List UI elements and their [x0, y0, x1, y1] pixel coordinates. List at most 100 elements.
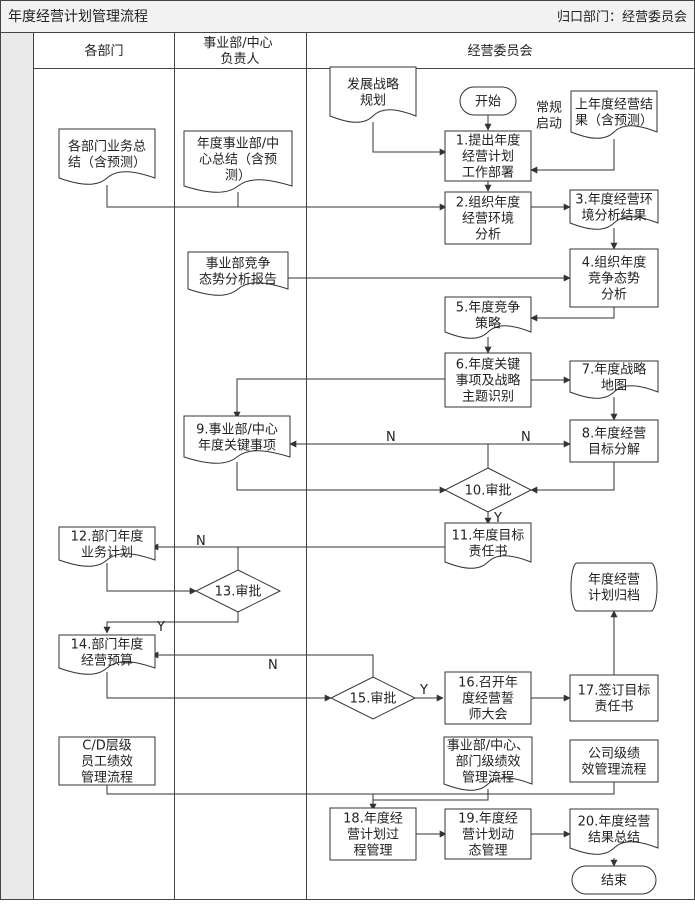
- node-prev-result: 上年度经营结果（含预测）: [570, 90, 658, 139]
- node-n19-shape: [444, 808, 532, 860]
- node-n18-label: 18.年度经营计划过程管理: [343, 811, 403, 859]
- node-n13-shape: [194, 569, 282, 613]
- node-end: 结束: [571, 865, 657, 895]
- node-n8-shape: [569, 419, 659, 463]
- node-company-perf: 公司级绩效管理流程: [569, 739, 659, 783]
- node-n7: 7.年度战略地图: [569, 360, 659, 399]
- node-bu-summary-label: 年度事业部/中心总结（含预测）: [197, 136, 279, 184]
- node-n20: 20.年度经营结果总结: [569, 808, 659, 855]
- node-cd-perf-shape: [58, 736, 156, 786]
- node-n4-label: 4.组织年度竞争态势分析: [582, 255, 646, 303]
- node-n2: 2.组织年度经营环境分析: [444, 191, 532, 245]
- node-start-shape: [459, 86, 517, 116]
- node-company-perf-shape: [569, 739, 659, 783]
- node-n14-label: 14.部门年度经营预算: [71, 637, 144, 669]
- node-n17-label: 17.签订目标责任书: [578, 683, 651, 715]
- node-n10: 10.审批: [443, 467, 533, 513]
- node-n4-shape: [569, 248, 659, 308]
- node-n12-label: 12.部门年度业务计划: [71, 529, 144, 561]
- node-bu-perf: 事业部/中心、部门级绩效管理流程: [443, 736, 533, 791]
- node-n15-label: 15.审批: [350, 692, 397, 707]
- lane-header-dept-label: 各部门: [84, 43, 123, 59]
- title-bar: [0, 0, 695, 33]
- edge-n4-to-n5: [530, 307, 615, 322]
- node-archive-label: 年度经营计划归档: [588, 572, 640, 604]
- node-n6: 6.年度关键事项及战略主题识别: [444, 352, 532, 408]
- node-n20-label: 20.年度经营结果总结: [578, 814, 651, 846]
- node-regular-start-label: 常规启动: [536, 101, 562, 132]
- edge-n6-to-n9: [233, 378, 446, 419]
- node-n14: 14.部门年度经营预算: [58, 634, 156, 675]
- node-end-shape: [571, 865, 657, 895]
- node-n1: 1.提出年度经营计划工作部署: [444, 130, 532, 182]
- node-regular-start: 常规启动: [536, 101, 562, 132]
- edge-n9-to-n10: [236, 462, 447, 494]
- node-n5-shape: [444, 296, 532, 339]
- node-n7-shape: [569, 360, 659, 399]
- edge-label-approve-10: Y: [493, 511, 502, 526]
- edge-cd-perf-to-n18: [106, 785, 377, 811]
- node-n9-label: 9.事业部/中心年度关键事项: [196, 423, 278, 454]
- node-n9: 9.事业部/中心年度关键事项: [183, 415, 291, 464]
- node-n5-label: 5.年度竞争策略: [456, 300, 520, 332]
- node-n17-shape: [569, 674, 659, 722]
- edge-bu-perf-to-flow: [373, 789, 489, 801]
- lane-header-bu: 事业部/中心 负责人: [203, 36, 277, 67]
- lane-header-bu-label: 事业部/中心 负责人: [203, 36, 277, 67]
- node-strategy-plan-shape: [329, 66, 417, 123]
- lane-header-dept: 各部门: [84, 43, 123, 59]
- node-bu-competition: 事业部竞争态势分析报告: [187, 251, 289, 296]
- node-n3: 3.年度经营环境分析结果: [569, 189, 659, 230]
- node-archive: 年度经营计划归档: [570, 562, 658, 612]
- node-n14-shape: [58, 634, 156, 675]
- edge-label-reject-12: N: [196, 534, 206, 549]
- page-title: 年度经营计划管理流程: [8, 9, 148, 25]
- node-strategy-plan-label: 发展战略规划: [347, 77, 399, 109]
- node-n10-label: 10.审批: [465, 484, 512, 499]
- node-n11-label: 11.年度目标责任书: [452, 528, 525, 560]
- edge-strategy-to-n1: [372, 122, 447, 156]
- edge-n8-to-n10: [530, 462, 615, 494]
- node-n15-shape: [329, 676, 417, 720]
- edge-n15-reject-to-n14: [151, 651, 374, 677]
- node-bu-perf-label: 事业部/中心、部门级绩效管理流程: [447, 739, 529, 786]
- node-n17: 17.签订目标责任书: [569, 674, 659, 722]
- node-start: 开始: [459, 86, 517, 116]
- node-n8: 8.年度经营目标分解: [569, 419, 659, 463]
- node-strategy-plan: 发展战略规划: [329, 66, 417, 123]
- node-n4: 4.组织年度竞争态势分析: [569, 248, 659, 308]
- node-prev-result-label: 上年度经营结果（含预测）: [575, 97, 653, 129]
- edge-company-perf-to-flow: [373, 782, 615, 795]
- node-n7-label: 7.年度战略地图: [582, 362, 646, 394]
- node-n3-label: 3.年度经营环境分析结果: [575, 192, 652, 224]
- node-n6-shape: [444, 352, 532, 408]
- edge-label-approve-13: Y: [156, 620, 165, 635]
- edge-labels: N N Y N Y N Y: [156, 430, 531, 698]
- node-n16: 16.召开年度经营誓师大会: [444, 671, 532, 725]
- edge-label-reject-n8: N: [521, 430, 531, 445]
- node-n6-label: 6.年度关键事项及战略主题识别: [455, 357, 520, 405]
- connectors: [103, 115, 618, 867]
- node-n18-shape: [329, 807, 417, 861]
- node-n20-shape: [569, 808, 659, 855]
- node-n9-shape: [183, 415, 291, 464]
- lane-header-committee: 经营委员会: [467, 44, 532, 59]
- node-dept-summary: 各部门业务总结（含预测）: [58, 128, 156, 185]
- edge-n12-to-n13: [106, 563, 197, 595]
- node-n1-label: 1.提出年度经营计划工作部署: [456, 133, 520, 181]
- node-n19-label: 19.年度经营计划动态管理: [458, 811, 518, 859]
- node-bu-perf-shape: [443, 736, 533, 791]
- node-bu-summary: 年度事业部/中心总结（含预测）: [183, 130, 293, 193]
- node-end-label: 结束: [601, 874, 627, 889]
- node-n16-shape: [444, 671, 532, 725]
- node-n10-shape: [443, 467, 533, 513]
- flow-nodes: 开始 发展战略规划常规启动上年度经营结果（含预测） 1.提出年度经营计划工作部署 各部…: [58, 66, 659, 895]
- edge-n14-to-n15: [106, 672, 332, 702]
- node-n2-label: 2.组织年度经营环境分析: [456, 195, 520, 243]
- node-bu-summary-shape: [183, 130, 293, 193]
- node-start-label: 开始: [475, 95, 501, 110]
- node-cd-perf: C/D层级员工绩效管理流程: [58, 736, 156, 786]
- node-n16-label: 16.召开年度经营誓师大会: [458, 676, 518, 723]
